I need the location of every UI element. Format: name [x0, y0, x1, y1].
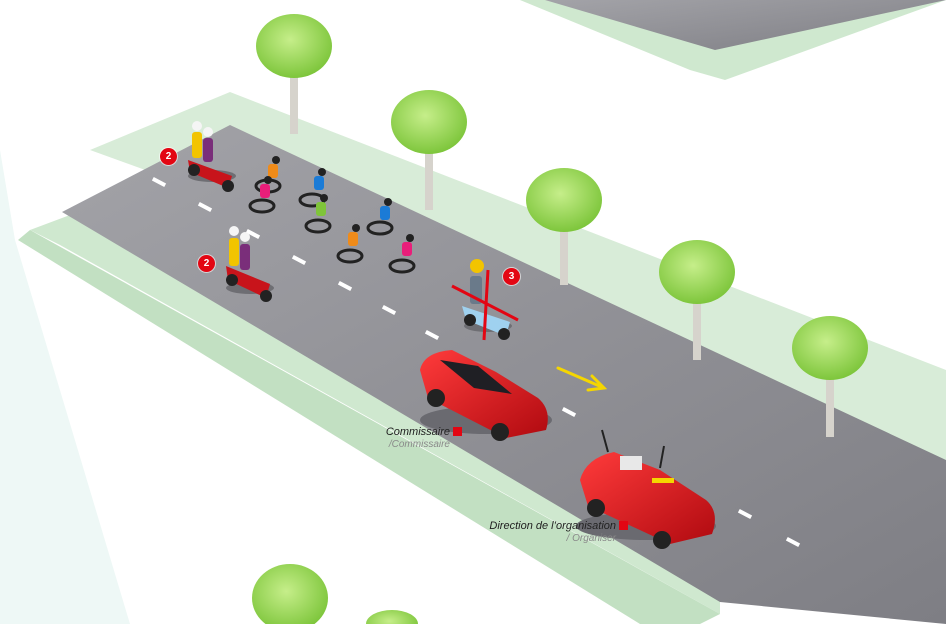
badge-3: 3	[503, 268, 520, 285]
commissaire-label-primary: Commissaire	[386, 426, 450, 438]
tree-icon	[252, 564, 328, 624]
organiser-label-secondary: / Organiser	[440, 533, 616, 545]
commissaire-label: Commissaire /Commissaire	[330, 426, 462, 450]
commissaire-label-secondary: /Commissaire	[330, 439, 450, 451]
organiser-label: Direction de l’organisation / Organiser	[440, 520, 628, 544]
badge-2: 2	[160, 148, 177, 165]
badge-2: 2	[198, 255, 215, 272]
tree-icon	[366, 610, 418, 624]
upper-road	[520, 0, 946, 80]
organiser-label-primary: Direction de l’organisation	[489, 520, 616, 532]
label-marker-square	[453, 427, 462, 436]
label-marker-square	[619, 521, 628, 530]
